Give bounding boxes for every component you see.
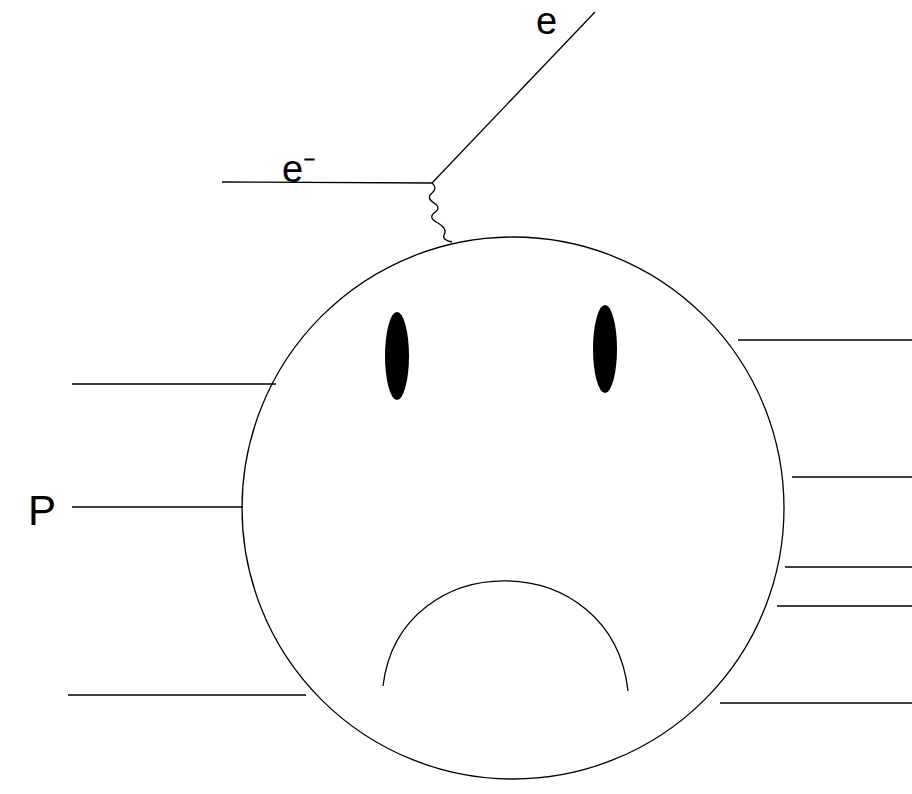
parton-line <box>72 506 243 507</box>
outgoing-electron <box>432 12 595 183</box>
incoming-electron <box>222 182 432 183</box>
hadron-line <box>792 476 912 477</box>
hadron-line <box>777 605 912 606</box>
hadron-line <box>720 702 912 703</box>
electron-label: e⁻ <box>282 150 316 188</box>
right-eye <box>593 305 617 393</box>
parton-line <box>68 694 306 695</box>
left-eye <box>385 312 409 400</box>
parton-line <box>72 383 276 384</box>
hadron-line <box>785 566 912 567</box>
electron-label: e <box>536 2 557 40</box>
photon-line <box>429 183 452 242</box>
sad-mouth <box>383 581 628 691</box>
proton-label: P <box>28 490 56 532</box>
proton-face <box>242 237 784 779</box>
hadron-line <box>738 339 912 340</box>
